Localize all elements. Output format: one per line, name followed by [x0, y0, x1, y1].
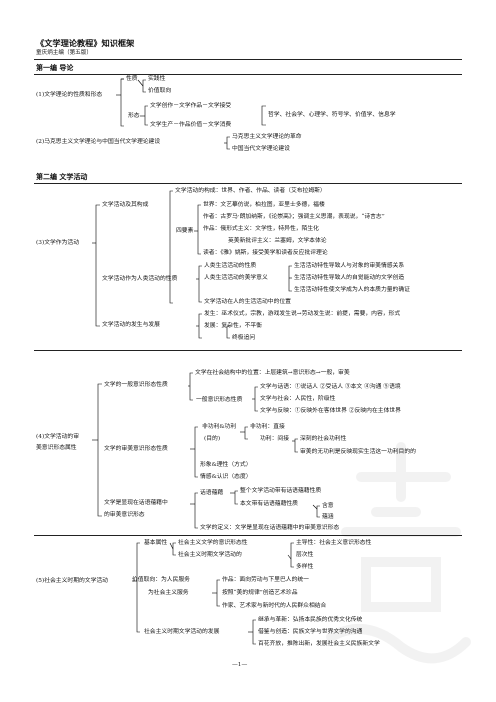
node-inherit-innovate: 继承与革新：弘扬本民族的优秀文化传统 — [258, 617, 363, 623]
node-socialist-root: (5)社会主义时期的文学活动 — [36, 578, 108, 584]
node-life-aesthetic: 人类生活活动的美学意义 — [204, 275, 268, 281]
node-socialist-ideology: 社会主义文学的意识形态性 — [178, 540, 248, 546]
node-reference-create: 借鉴与创造：民族文学与世界文学的沟通 — [258, 629, 363, 635]
node-disciplines: 哲学、社会学、心理学、符号学、价值学、信息学 — [268, 112, 396, 118]
node-production-chain: 文学生产－作品价值－文学消费 — [150, 122, 232, 128]
node-practice: 实践性 — [148, 76, 166, 82]
node-implication: 含意 — [322, 503, 334, 509]
node-image-reason: 形象&理性（方式） — [200, 462, 252, 468]
section-rule — [34, 74, 462, 75]
node-value-orientation: 价值取向：为人民服务 — [132, 577, 190, 583]
node-hundred-flowers: 百花齐放，推陈出新，发展社会主义民族新文学 — [258, 641, 380, 647]
node-aesthetic-no-utility: 审美的无功利是反映现实生活这一功利目的的 — [300, 449, 416, 455]
node-whole-activity: 整个文学活动带有话语蕴藉性质 — [240, 488, 322, 494]
node-indirect-utility: 功利：间接 — [260, 436, 289, 442]
node-serve-socialism: 为社会主义服务 — [148, 590, 189, 596]
page-number: —1— — [232, 662, 248, 668]
node-marxism-root: (2)马克思主义文学理论与中国当代文学理论建设 — [36, 139, 161, 145]
node-origin: 发生：巫术仪式，宗教，游戏发生说→劳动发生说：前提，需要，内容，形式 — [204, 311, 401, 317]
node-life-aesthetic-1: 生活活动特性导致人的自觉能动的文学创造 — [294, 275, 405, 281]
node-author: 作者：古罗马·朗加纳斯，《论崇高》；强调主义思潮，表现说，“诗言志” — [203, 214, 385, 220]
node-nature: 性质 — [126, 76, 138, 82]
node-literature-definition: 文学的定义：文学是显现在话语蕴藉中的审美意识形态 — [200, 525, 340, 531]
node-human-activity: 文学活动作为人类活动的性质 — [102, 276, 178, 282]
node-origin-development: 文学活动的发生与发展 — [102, 322, 160, 328]
node-world: 世界：文艺摹仿说，柏拉图，亚里士多德，福楼 — [203, 202, 325, 208]
section-rule — [34, 183, 462, 184]
header-rule — [34, 59, 462, 60]
node-non-utility: 非功利：直接 — [250, 424, 285, 430]
node-implication-2: 蕴涵 — [322, 514, 334, 520]
section-heading-activity: 第二编 文学活动 — [36, 172, 88, 181]
node-social-utility: 深刻的社会功利性 — [300, 436, 347, 442]
node-four-elements-desc: 文学活动的构成：世界、作者、作品、读者（艾布拉姆斯） — [175, 188, 326, 194]
node-beauty-law: 按照“美的规律”创造艺术珍品 — [222, 590, 298, 596]
node-activity-root: (3)文学作为活动 — [36, 240, 79, 246]
watermark-seal-icon — [326, 442, 471, 664]
node-nature-root: (1)文学理论的性质和形态 — [36, 92, 103, 98]
node-works-unity: 作品：面向劳动与下里巴人的统一 — [222, 577, 309, 583]
node-contemporary: 中国当代文学理论建设 — [232, 146, 290, 152]
node-discourse-ideology-2: 的审美意识形态 — [104, 512, 145, 518]
node-purpose: (目的) — [204, 436, 221, 442]
node-ultimate-question: 终极追问 — [232, 335, 256, 341]
node-emotion-cognition: 情感&认识（态度） — [200, 474, 252, 480]
node-form: 形态 — [128, 113, 140, 119]
node-diversity: 多样性 — [296, 564, 314, 570]
node-life-nature: 人类生活活动的性质 — [204, 263, 257, 269]
node-hierarchy: 层次性 — [296, 552, 314, 558]
node-socialist-period: 社会主义时期文学活动的 — [178, 552, 242, 558]
node-four-elements: 四要素 — [176, 228, 194, 234]
node-basic-attribute: 基本属性 — [144, 540, 168, 546]
node-writers-people: 作家、艺术家与新时代的人民群众相结合 — [222, 603, 327, 609]
node-general-nature: 一般意识形态性质 — [196, 397, 243, 403]
node-social-position: 文学在社会结构中的位置：上层建筑→意识形态→一般，审美 — [195, 370, 350, 376]
node-utility: 非功利&功利 — [202, 424, 237, 430]
node-marxism-revolution: 马克思主义文学理论的革命 — [232, 134, 302, 140]
node-discourse-ideology-1: 文学是显现在话语蕴藉中 — [104, 500, 168, 506]
node-creation-chain: 文学创作－文学作品－文学接受 — [150, 103, 232, 109]
node-dominance: 主导性：社会主义意识形态性 — [296, 540, 372, 546]
node-value: 价值取向 — [148, 88, 172, 94]
node-discourse: 文学与话语：①说话人 ②受话人 ③本文 ④沟通 ⑤语境 — [260, 384, 401, 390]
node-reflection: 文学与反映：①反映外在客体世界 ②反映内在主体世界 — [260, 408, 401, 414]
node-activity-position: 文学活动在人的生活活动中的位置 — [204, 299, 291, 305]
node-general-ideology: 文学的一般意识形态性质 — [104, 382, 168, 388]
node-socialist-development: 社会主义时期文学活动的发展 — [144, 629, 220, 635]
node-life-nature-1: 生活活动特性导致人与对象的审美情感关系 — [294, 263, 405, 269]
node-discourse-connotation: 话语蕴藉 — [200, 490, 224, 496]
node-development: 发展：复杂性，不平衡 — [204, 323, 262, 329]
section-rule — [34, 535, 462, 536]
section-rule — [34, 350, 462, 351]
section-heading-intro: 第一编 导论 — [36, 63, 74, 72]
node-ideology-root-2: 美意识形态属性 — [36, 445, 77, 451]
node-work: 作品：俄形式主义：文学性，特异性，陌生化 — [203, 226, 319, 232]
node-new-criticism: 英美新批评主义：兰塞姆，文学本体论 — [228, 238, 327, 244]
document-title: 《文学理论教程》知识框架 — [36, 38, 135, 48]
document-author: 童庆炳主编（第五版） — [36, 50, 92, 56]
node-components: 文学活动及其构成 — [102, 202, 149, 208]
node-text-connotation: 本文带有话语蕴藉性质 — [240, 501, 298, 507]
node-life-aesthetic-2: 生活活动特性使文学成为人的本质力量的确证 — [294, 287, 410, 293]
node-ideology-root-1: (4)文学活动的审 — [36, 434, 79, 440]
node-society: 文学与社会：人民性，阶级性 — [260, 396, 336, 402]
node-aesthetic-ideology: 文学的审美意识形态性质 — [104, 446, 168, 452]
node-reader: 读者：《雅》姚斯，接受美学和读者反应批评理论 — [203, 250, 328, 256]
